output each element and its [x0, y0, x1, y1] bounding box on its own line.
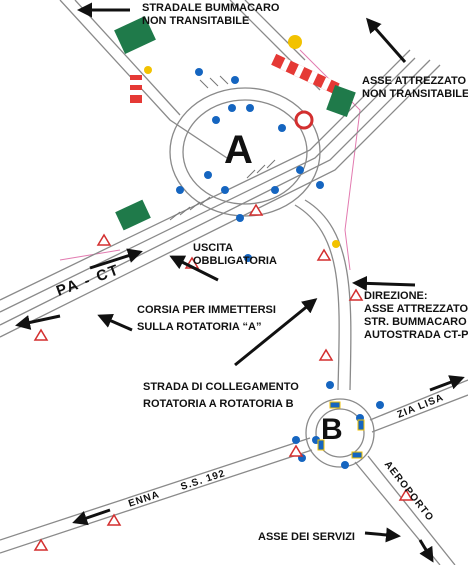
yellow-lamp: [144, 35, 340, 248]
label-line: SULLA ROTATORIA “A”: [137, 321, 262, 333]
label-line: STRADA DI COLLEGAMENTO: [143, 381, 299, 393]
highway-pa-ct: [0, 0, 441, 338]
label-line: USCITA: [193, 242, 234, 254]
island-b-markers: [317, 401, 365, 459]
arrow-asse-attrezzato: [366, 17, 407, 63]
barrier-left: [130, 75, 142, 103]
arrow-asse-servizi: [364, 527, 401, 543]
label-line: NON TRANSITABILE: [142, 15, 250, 27]
arrow-pa-ct-left: [15, 314, 61, 330]
arrow-uscita: [169, 255, 219, 282]
roundabout-a-label: A: [224, 128, 253, 172]
connecting-road: [294, 199, 352, 391]
label-line: DIREZIONE:: [364, 290, 428, 302]
road-ss192: [0, 437, 313, 554]
label-line: ASSE ATTREZZATO: [362, 75, 467, 87]
label-direzione: DIREZIONE: ASSE ATTREZZATO STR. BUMMACAR…: [364, 290, 468, 342]
arrow-strada-collegamento: [234, 298, 318, 367]
arrow-direzione: [352, 275, 416, 291]
barrier-right: [271, 53, 340, 95]
label-line: STR. BUMMACARO: [364, 316, 467, 328]
label-asse-attrezzato-nt: ASSE ATTREZZATO NON TRANSITABILE: [362, 75, 468, 101]
label-stradale-bummacaro: STRADALE BUMMACARO NON TRANSITABILE: [142, 2, 280, 28]
arrow-zia-lisa: [429, 375, 465, 392]
label-line: NON TRANSITABILE: [362, 88, 468, 100]
guide-line: [59, 249, 121, 261]
green-sign: [114, 16, 356, 231]
hatch-islands: [169, 75, 276, 221]
label-line: ROTATORIA A ROTATORIA B: [143, 398, 294, 410]
roundabout-b-label: B: [321, 413, 343, 446]
arrow-aeroporto: [418, 539, 434, 563]
arrow-pa-ct-right: [89, 248, 143, 270]
label-line: AUTOSTRADA CT-PA: [364, 329, 468, 341]
label-line: OBBLIGATORIA: [193, 255, 277, 267]
label-line: STRADALE BUMMACARO: [142, 2, 280, 14]
label-uscita: USCITA OBBLIGATORIA: [193, 242, 277, 268]
label-line: ASSE ATTREZZATO: [364, 303, 468, 315]
arrow-enna: [72, 508, 111, 526]
callout-arrows: [15, 2, 465, 563]
roundabout-b-ring: [305, 398, 375, 468]
label-strada-collegamento: STRADA DI COLLEGAMENTO ROTATORIA A ROTAT…: [143, 381, 299, 411]
roundabout-a-ring: [169, 87, 321, 217]
label-line: CORSIA PER IMMETTERSI: [137, 304, 276, 316]
warning-triangles: [33, 203, 414, 551]
arrow-corsia: [97, 313, 133, 332]
road-aeroporto: [354, 455, 456, 565]
no-transit-sign: [294, 110, 314, 130]
label-asse-servizi: ASSE DEI SERVIZI: [258, 531, 355, 543]
label-corsia: CORSIA PER IMMETTERSI SULLA ROTATORIA “A…: [137, 304, 276, 334]
